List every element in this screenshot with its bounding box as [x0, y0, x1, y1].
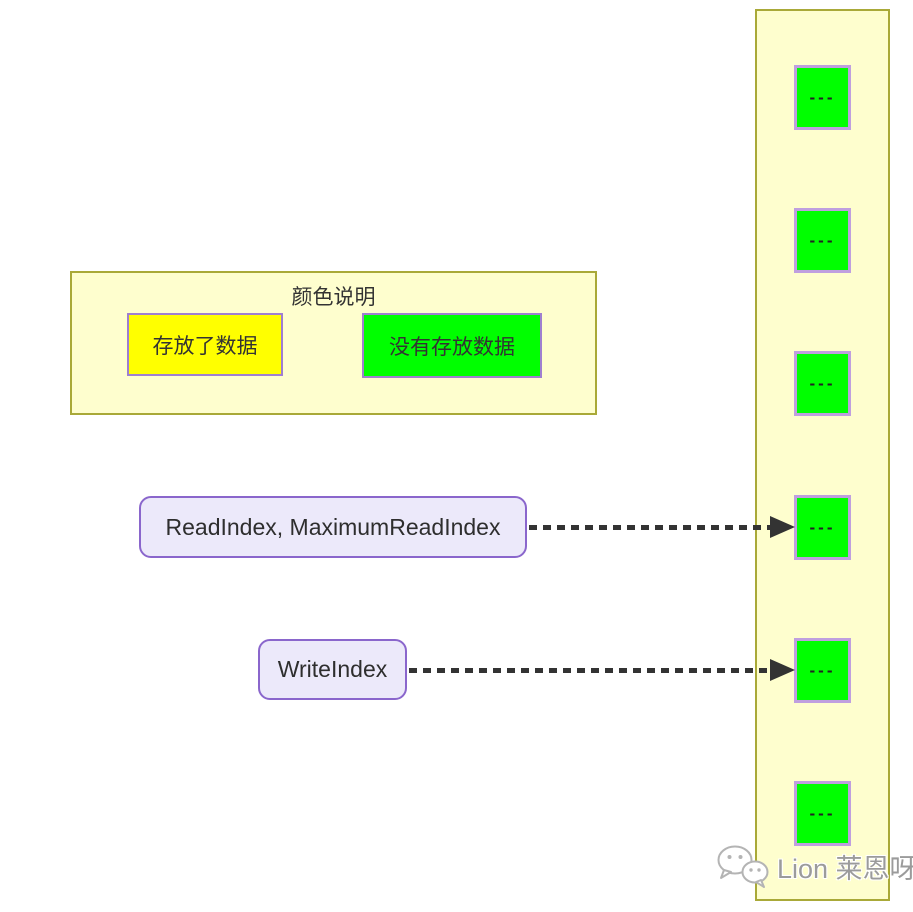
legend-panel: 颜色说明 存放了数据 没有存放数据 — [70, 271, 597, 415]
legend-swatch-empty: 没有存放数据 — [362, 313, 542, 378]
queue-cell-read-target: --- — [794, 495, 851, 560]
arrowhead-icon — [770, 516, 795, 538]
queue-column-panel — [755, 9, 890, 901]
arrowhead-icon — [770, 659, 795, 681]
dashed-line — [409, 667, 772, 673]
queue-cell: --- — [794, 208, 851, 273]
watermark-text: Lion 莱恩呀 — [777, 853, 913, 884]
chat-bubbles-icon — [717, 845, 769, 888]
queue-cell: --- — [794, 351, 851, 416]
write-index-node: WriteIndex — [258, 639, 407, 700]
watermark: Lion 莱恩呀 — [714, 843, 913, 889]
legend-title: 颜色说明 — [291, 286, 376, 309]
queue-cell: --- — [794, 65, 851, 130]
queue-cell: --- — [794, 781, 851, 846]
write-index-arrow — [409, 658, 795, 682]
dashed-line — [529, 524, 772, 530]
read-index-node: ReadIndex, MaximumReadIndex — [139, 496, 527, 558]
read-index-arrow — [529, 515, 795, 539]
legend-swatch-filled: 存放了数据 — [127, 313, 283, 376]
queue-cell-write-target: --- — [794, 638, 851, 703]
